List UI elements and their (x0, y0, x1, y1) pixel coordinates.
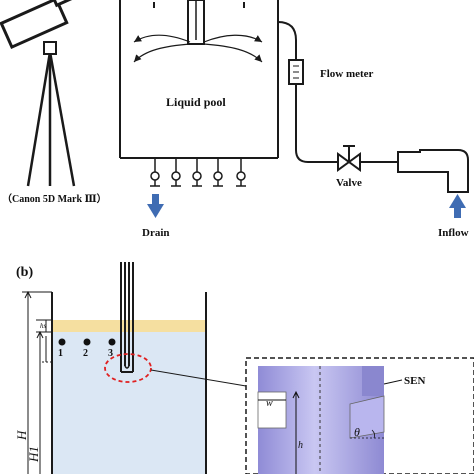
drain-valve (171, 158, 181, 186)
position-label-2: 2 (83, 348, 88, 359)
liquid-pool-tank (119, 0, 279, 159)
hs-label: hs (40, 322, 47, 330)
panel-b-label: (b) (16, 265, 33, 280)
flow-meter-label: Flow meter (320, 68, 374, 80)
flow-arrow-right-down (203, 43, 263, 63)
position-dot-3 (108, 338, 116, 346)
drain-valve (236, 158, 246, 186)
flow-arrow-left-down (133, 43, 191, 63)
H-label: H (14, 430, 29, 441)
w-label: w (266, 398, 273, 409)
position-dot-1 (58, 338, 66, 346)
inlet-elbow (397, 149, 469, 193)
drain-valves (150, 158, 246, 187)
h-dim-label: h (298, 440, 303, 451)
liquid-pool-label: Liquid pool (166, 95, 226, 109)
camera-lens (48, 0, 77, 8)
drain-valve (150, 158, 160, 186)
flow-arrow-left (133, 34, 191, 43)
drain-valve (192, 158, 202, 186)
drain-label: Drain (142, 227, 170, 239)
camera-label: （Canon 5D Mark Ⅲ） (2, 192, 107, 205)
flow-arrow-right (203, 34, 263, 43)
measurement-positions: 1 2 3 (58, 338, 116, 359)
tripod-leg-right (48, 51, 76, 187)
supply-pipe (277, 21, 469, 193)
drain-valve (213, 158, 223, 186)
H1-label: H1 (26, 446, 41, 463)
position-label-1: 1 (58, 348, 63, 359)
tripod-leg-left (26, 51, 52, 187)
camera (0, 0, 77, 187)
submerged-nozzle (120, 262, 134, 373)
sen-port-right (349, 395, 385, 439)
inflow-label: Inflow (438, 227, 469, 239)
sen-right-shoulder (362, 366, 384, 396)
tripod-head (43, 41, 57, 55)
sen-label: SEN (404, 375, 425, 387)
dimension-lines (22, 290, 52, 474)
theta-label: θ (354, 425, 360, 439)
sen-zoom-inset (245, 357, 474, 474)
nozzle-port-highlight (104, 353, 152, 383)
camera-body (0, 0, 69, 50)
sen-port-left (257, 391, 287, 429)
inflow-arrow (449, 194, 466, 218)
position-dot-2 (83, 338, 91, 346)
valve-label: Valve (336, 177, 362, 189)
valve-symbol (337, 145, 361, 172)
position-label-3: 3 (108, 348, 113, 359)
drain-arrow (147, 194, 164, 218)
zoom-leader-line (150, 369, 247, 387)
